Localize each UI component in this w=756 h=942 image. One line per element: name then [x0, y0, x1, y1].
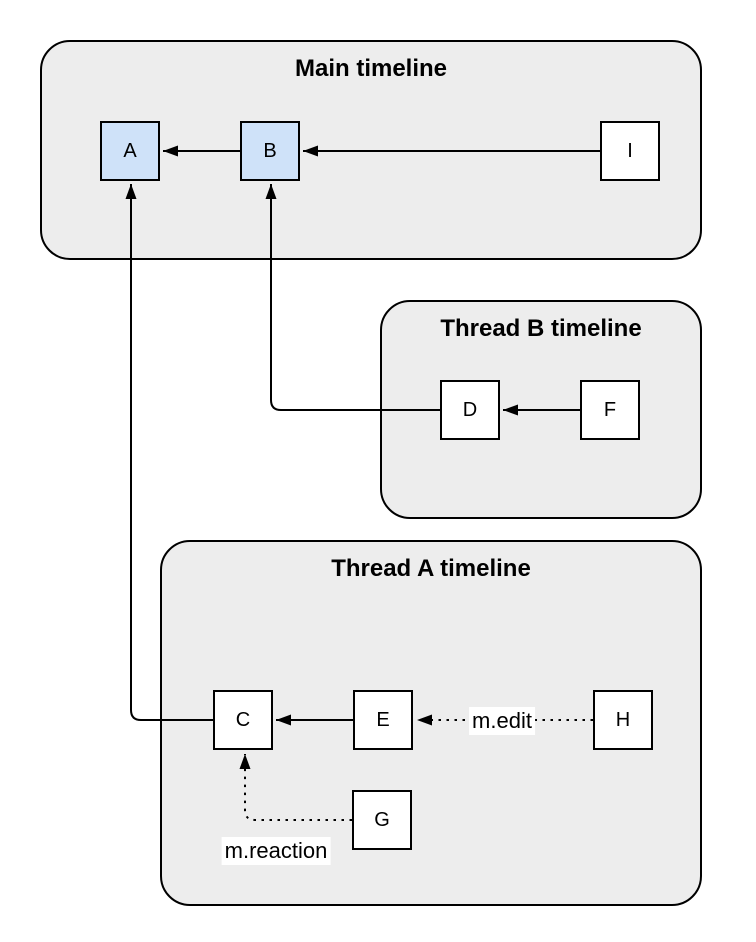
node-d-label: D [462, 398, 478, 421]
node-f-label: F [603, 398, 617, 421]
node-b: B [240, 121, 300, 181]
edge-label-m-reaction: m.reaction [221, 837, 331, 865]
node-g-label: G [374, 808, 390, 831]
node-h: H [593, 690, 653, 750]
node-g: G [352, 790, 412, 850]
edge-label-m-edit: m.edit [469, 707, 535, 735]
node-c-label: C [235, 708, 251, 731]
container-thread-b-timeline: Thread B timeline [380, 300, 702, 519]
node-i: I [600, 121, 660, 181]
thread-a-timeline-title: Thread A timeline [331, 555, 531, 582]
node-i-label: I [627, 139, 633, 162]
thread-b-timeline-title: Thread B timeline [440, 315, 642, 342]
node-f: F [580, 380, 640, 440]
node-e: E [353, 690, 413, 750]
node-h-label: H [615, 708, 631, 731]
main-timeline-title: Main timeline [294, 55, 448, 82]
node-e-label: E [376, 708, 390, 731]
node-c: C [213, 690, 273, 750]
node-a-label: A [123, 139, 137, 162]
node-a: A [100, 121, 160, 181]
node-d: D [440, 380, 500, 440]
node-b-label: B [263, 139, 277, 162]
